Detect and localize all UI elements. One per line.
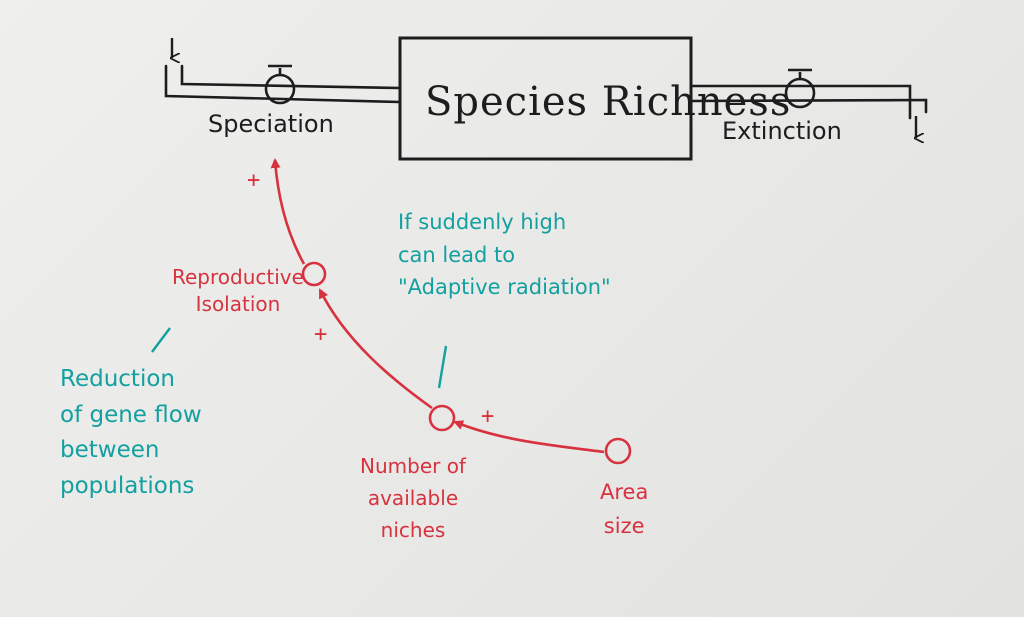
area-size-line: Area [600, 480, 649, 504]
available-niches-label: Number of available niches [360, 450, 466, 546]
polarity-plus-speciation: + [247, 168, 261, 193]
link-niches-to-repro [318, 288, 433, 410]
polarity-plus-reproductive-isolation: + [314, 322, 328, 347]
available-niches-line: niches [380, 518, 446, 542]
adaptive-radiation-note-line: If suddenly high [398, 210, 567, 234]
area-size-label: Area size [600, 476, 648, 543]
polarity-plus-available-niches: + [481, 404, 495, 429]
extinction-valve-icon [784, 68, 816, 109]
outflow-pipe [689, 84, 928, 120]
outflow-label: Extinction [722, 117, 842, 145]
stock-box [398, 36, 693, 161]
gene-flow-note-line: between [60, 437, 160, 464]
gene-flow-note-line: Reduction [60, 366, 175, 392]
reproductive-isolation-line: Reproductive [172, 265, 304, 289]
available-niches-node [428, 404, 456, 432]
area-size-line: size [603, 513, 645, 538]
stock-label: Species Richness [425, 79, 792, 125]
link-repro-to-speciation [270, 158, 306, 265]
adaptive-radiation-note-line: "Adaptive radiation" [398, 275, 611, 300]
reproductive-isolation-label: Reproductive Isolation [172, 264, 304, 318]
gene-flow-note: Reduction of gene flow between populatio… [60, 362, 202, 505]
area-size-node [604, 437, 632, 465]
available-niches-line: Number of [360, 454, 466, 478]
gene-flow-note-line: populations [60, 472, 195, 499]
adaptive-note-leader [437, 345, 448, 389]
geneflow-note-leader [151, 327, 171, 353]
gene-flow-note-line: of gene flow [60, 401, 202, 428]
adaptive-radiation-note-line: can lead to [398, 242, 516, 267]
inflow-pipe [164, 64, 402, 104]
inflow-label: Speciation [208, 110, 334, 138]
available-niches-line: available [367, 486, 459, 510]
speciation-valve-icon [264, 64, 296, 105]
link-area-to-niches [453, 420, 605, 454]
adaptive-radiation-note: If suddenly high can lead to "Adaptive r… [398, 206, 611, 304]
reproductive-isolation-line: Isolation [195, 292, 281, 316]
reproductive-isolation-node [301, 261, 327, 287]
